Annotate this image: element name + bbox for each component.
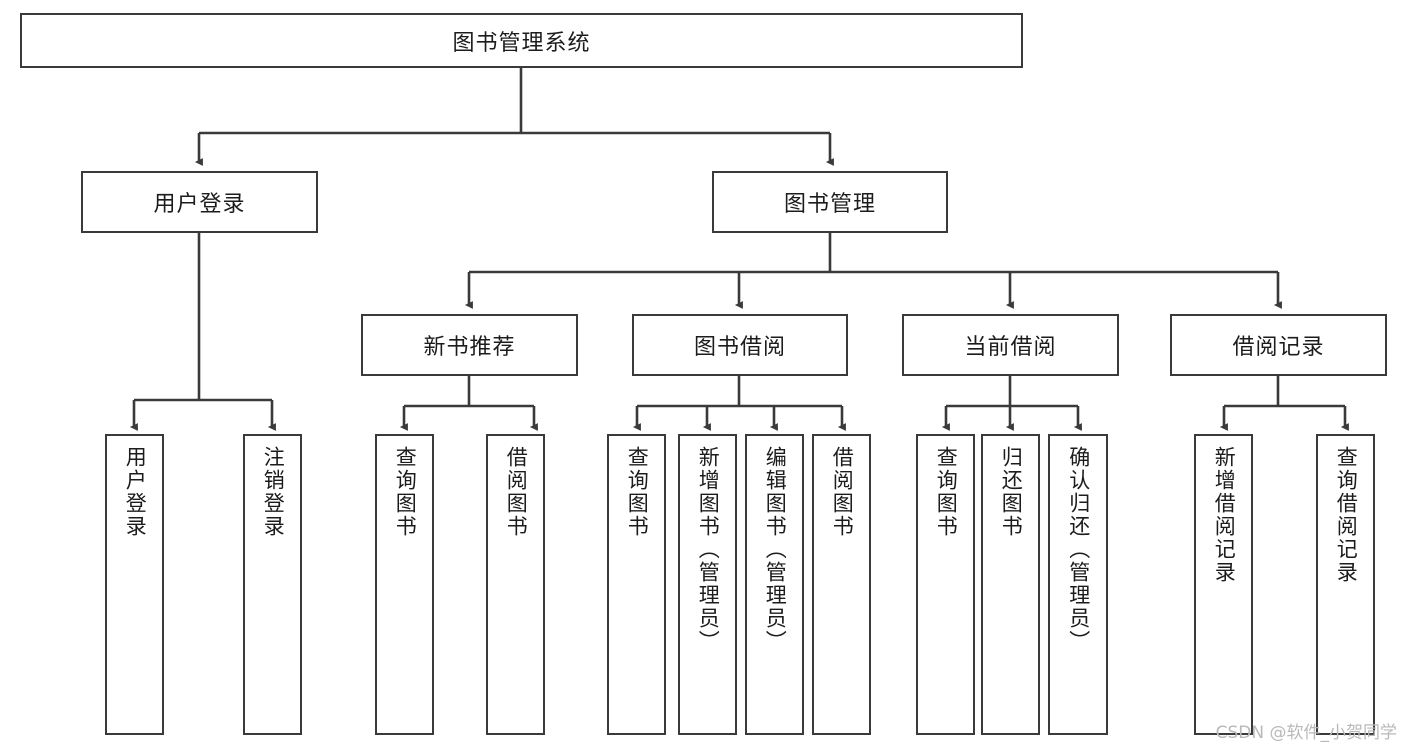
leaf-query-book-1[interactable]: 查询图书 xyxy=(375,434,434,735)
leaf-user-login[interactable]: 用户登录 xyxy=(105,434,164,735)
node-book-borrow[interactable]: 图书借阅 xyxy=(632,314,848,376)
leaf-query-record-label: 查询借阅记录 xyxy=(1334,446,1359,584)
node-book-manage-label: 图书管理 xyxy=(783,192,876,217)
leaf-query-book-2[interactable]: 查询图书 xyxy=(607,434,666,735)
leaf-confirm-return-label: 确认归还（管理员） xyxy=(1066,446,1091,653)
leaf-add-book-label: 新增图书（管理员） xyxy=(696,446,721,653)
leaf-add-record[interactable]: 新增借阅记录 xyxy=(1194,434,1253,735)
leaf-return-book-label: 归还图书 xyxy=(999,446,1024,538)
leaf-add-record-label: 新增借阅记录 xyxy=(1212,446,1237,584)
node-new-book-recommend-label: 新书推荐 xyxy=(423,335,516,360)
csdn-watermark: CSDN @软件_小贺同学 xyxy=(1215,723,1397,743)
node-user-login[interactable]: 用户登录 xyxy=(81,171,318,233)
leaf-user-login-label: 用户登录 xyxy=(123,446,148,538)
leaf-borrow-book-1-label: 借阅图书 xyxy=(504,446,529,538)
leaf-borrow-book-2[interactable]: 借阅图书 xyxy=(812,434,871,735)
leaf-query-book-1-label: 查询图书 xyxy=(393,446,418,538)
node-book-borrow-label: 图书借阅 xyxy=(693,335,786,360)
node-current-borrow-label: 当前借阅 xyxy=(964,335,1057,360)
node-user-login-label: 用户登录 xyxy=(153,192,246,217)
node-current-borrow[interactable]: 当前借阅 xyxy=(902,314,1119,376)
node-root[interactable]: 图书管理系统 xyxy=(20,13,1023,68)
leaf-edit-book-label: 编辑图书（管理员） xyxy=(763,446,788,653)
node-book-manage[interactable]: 图书管理 xyxy=(712,171,948,233)
leaf-borrow-book-2-label: 借阅图书 xyxy=(830,446,855,538)
node-new-book-recommend[interactable]: 新书推荐 xyxy=(361,314,578,376)
leaf-query-record[interactable]: 查询借阅记录 xyxy=(1316,434,1375,735)
leaf-confirm-return[interactable]: 确认归还（管理员） xyxy=(1048,434,1108,735)
node-borrow-record-label: 借阅记录 xyxy=(1232,335,1325,360)
leaf-user-logout-label: 注销登录 xyxy=(261,446,286,538)
leaf-query-book-3-label: 查询图书 xyxy=(934,446,959,538)
leaf-add-book[interactable]: 新增图书（管理员） xyxy=(678,434,737,735)
leaf-edit-book[interactable]: 编辑图书（管理员） xyxy=(745,434,804,735)
leaf-borrow-book-1[interactable]: 借阅图书 xyxy=(486,434,545,735)
leaf-user-logout[interactable]: 注销登录 xyxy=(243,434,302,735)
leaf-query-book-2-label: 查询图书 xyxy=(625,446,650,538)
leaf-return-book[interactable]: 归还图书 xyxy=(981,434,1040,735)
leaf-query-book-3[interactable]: 查询图书 xyxy=(916,434,975,735)
node-borrow-record[interactable]: 借阅记录 xyxy=(1170,314,1387,376)
node-root-label: 图书管理系统 xyxy=(452,30,591,56)
